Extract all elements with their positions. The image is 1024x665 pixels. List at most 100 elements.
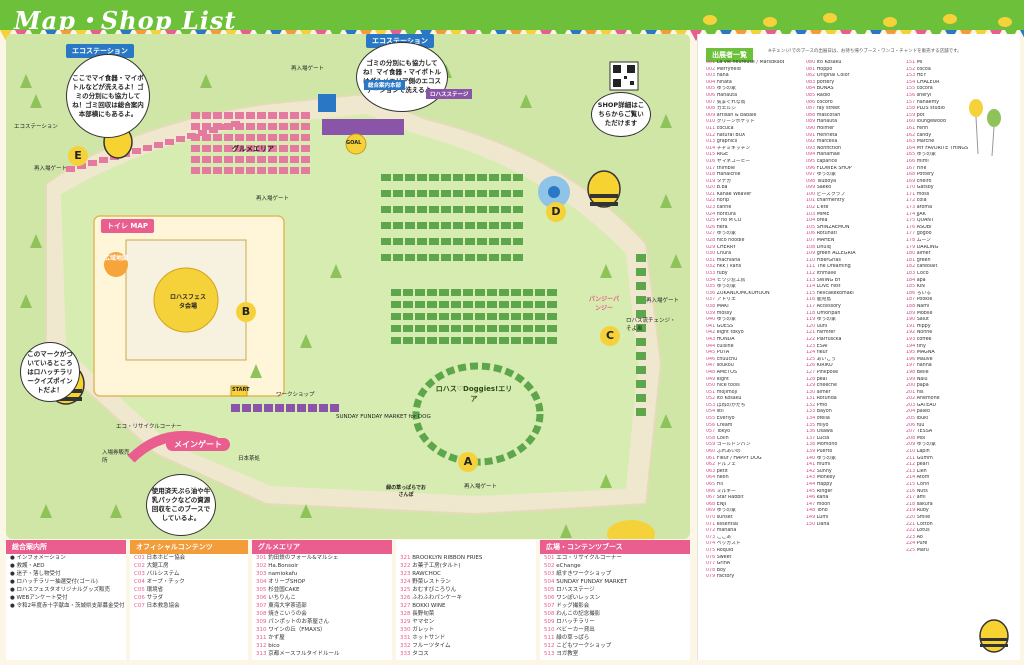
shop-list-row: 176 ASOBI	[906, 224, 932, 230]
shop-list-row: 203 GATEAU	[906, 402, 937, 408]
shop-list-row: 106 Rotunatl	[806, 231, 837, 237]
shop-list-row: 205 ibuki	[906, 416, 929, 422]
shop-list-row: 142 Sunny	[806, 468, 832, 474]
letter-c-marker: C	[600, 326, 620, 346]
workshop-label: ワークショップ	[276, 392, 315, 398]
shop-list-row: 219 Ruby	[906, 508, 929, 514]
shop-list-row: 016 ヤマネコーヒー	[706, 158, 751, 164]
legend-item: C05 環境省	[134, 587, 164, 593]
header-bar: Map・Shop List	[0, 0, 1024, 35]
shop-list-row: 170 Gatsby	[906, 185, 934, 191]
legend-item: 502 eChange	[544, 563, 581, 569]
shop-list-row: 038 MAKI	[706, 303, 729, 309]
legend-item: 506 ワンぽいレッスン	[544, 595, 601, 601]
shop-list-row: 217 ami	[906, 495, 926, 501]
legend-item: 330 ガレット	[400, 627, 435, 633]
shop-list-row: 138 Momono	[806, 442, 838, 448]
shop-list-row: 098 Tsuboya	[806, 178, 837, 184]
shop-list-row: 029 CHERRY	[706, 244, 736, 250]
shop-list-row: 166 mimi	[906, 158, 929, 164]
legend-item: 332 フルーツタイム	[400, 643, 451, 649]
legend-item: ● 迷子・落し物受付	[10, 571, 61, 577]
shop-list-row: 153 HEY	[906, 73, 927, 79]
shop-list-row: 020 B.ba	[706, 185, 728, 191]
goal-label: GOAL	[346, 140, 362, 146]
shop-list-row: 161 Fenn	[906, 125, 929, 131]
shop-list-row: 092 marcella	[806, 139, 838, 145]
shop-list-row: 089 Hanauta	[806, 119, 838, 125]
shop-list-row: 127 Pinkpose	[806, 369, 839, 375]
shop-list-row: 071 essential	[706, 521, 739, 527]
shop-list-row: 174 JJAK	[906, 211, 926, 217]
shop-list-row: 109 green ALLEGRIA	[806, 251, 856, 257]
shop-list-row: 150 Dana	[806, 521, 830, 527]
shop-list-row: 151 Mi	[906, 60, 923, 65]
shop-list-row: 067 Star Rabbit	[706, 495, 744, 501]
shop-list-row: 193 coffee	[906, 336, 932, 342]
shop-list-row: 118 Omoripan	[806, 310, 841, 316]
start-label: START	[232, 387, 250, 393]
shop-list-row: 036 ZUKANDOMCKUHOON	[706, 290, 770, 296]
shop-list-row: 095 caparice	[806, 158, 838, 164]
shop-list-row: 027 ゆうの家	[706, 231, 736, 237]
reentry-gate-5: 再入場ゲート	[464, 484, 498, 490]
shop-list-row: 204 paleo	[906, 409, 930, 415]
shop-list-row: 210 Lapin	[906, 449, 930, 455]
shop-list-row: 215 Corin	[906, 482, 930, 487]
shop-list-row: 013 graphics	[706, 139, 738, 145]
legend-item: 503 紙すきワークショップ	[544, 571, 612, 577]
legend-item: 501 エコ・リサイクルコーナー	[544, 555, 622, 561]
shop-list-row: 064 neon	[706, 475, 729, 481]
shop-list-row: 191 Hippy	[906, 323, 931, 329]
shop-list-row: 173 aroma	[906, 205, 933, 211]
letter-a-marker: A	[458, 452, 478, 472]
shop-list-row: 096 FLOWER SHOP	[806, 165, 852, 171]
eco-bag-bubble: 使用済天ぷら油や牛乳パックなどの資源回収をこのブースでしているよ。	[146, 474, 216, 536]
main-gate-label: メインゲート	[166, 438, 230, 451]
shop-list-row: 209 ゆうの家	[906, 442, 936, 448]
shop-list-row: 185 KIN	[906, 284, 925, 290]
legend-item: 307 東海大学茶道部	[256, 603, 307, 609]
flower-icon	[538, 176, 570, 208]
shop-list-row: 009 artisan & babale	[706, 112, 757, 118]
legend-item: 305 杉並国CAKE	[256, 587, 300, 593]
shop-list-row: 162 candy	[906, 132, 932, 138]
shop-list-row: 004 hinata	[706, 79, 732, 85]
qr-icon[interactable]	[613, 65, 635, 87]
shop-list-row: 114 LOVE Fest	[806, 284, 841, 290]
shop-list-row: 179 DARLING	[906, 244, 939, 250]
bee-icon	[979, 619, 1009, 653]
shop-list-row: 049 eight	[706, 376, 729, 382]
shop-list-row: 110 FiberGrlas	[806, 257, 841, 263]
legend-item: 301 釣田鉄のフォール&マルシェ	[256, 555, 339, 561]
shop-info-bubble[interactable]: SHOP詳細はこちらからご覧いただけます	[591, 92, 651, 137]
shop-list-row: 149 Lumi	[806, 514, 829, 520]
shop-list-row: 040 ゆうの家	[706, 317, 736, 323]
toilet-map-label: トイレ MAP	[101, 219, 154, 233]
shop-list-row: 080 Ito Kosaku	[806, 60, 842, 65]
shop-list-row: 055 Everlyo	[706, 416, 735, 422]
shop-list-row: 136 Osawa	[806, 429, 833, 435]
legend-item: 331 ホットサンド	[400, 635, 446, 641]
shop-list-row: 014 チャミキッチン	[706, 145, 751, 151]
eco-station-top-bubble: ゴミの分別にも協力してね！マイ食器・マイボトルはグルメエリア側のエコステーション…	[356, 42, 448, 112]
legend-item: 504 SUNDAY FUNDAY MARKET	[544, 579, 628, 585]
legend-general: 総合案内所 ● インフォメーション● 救護・AED● 迷子・落し物受付● ロハッ…	[6, 540, 126, 660]
shop-list-row: 042 eight tokyo	[706, 330, 744, 336]
shop-list-row: 074 ベッカスト	[706, 541, 741, 547]
shop-list-row: 005 ゆうの家	[706, 86, 736, 92]
eco-zone-label: エコステーション	[14, 124, 58, 130]
shop-list-row: 213 Lien	[906, 468, 927, 474]
shop-list-row: 195 MAGNA	[906, 350, 935, 356]
legend-item: 310 ワインの丘（FMAXS）	[256, 627, 326, 633]
legend-item: 308 焼きこいうの会	[256, 611, 307, 617]
shop-list-row: 121 Farmrer	[806, 330, 836, 336]
shop-list-row: 003 hana	[706, 73, 729, 79]
lohas-festa-label: ロハスフェスタ会場	[170, 294, 207, 310]
shop-list-row: 026 fiera	[706, 224, 728, 230]
shop-list-row: 078 Boy	[706, 567, 726, 573]
legend-item: 304 オリーブSHOP	[256, 579, 306, 585]
